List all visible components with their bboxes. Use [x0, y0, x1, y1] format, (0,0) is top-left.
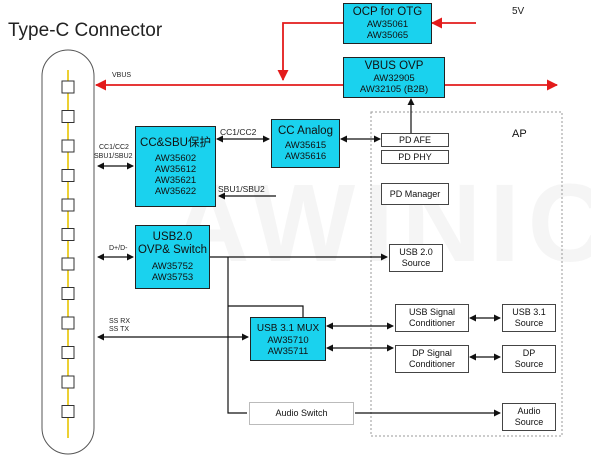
connector-pin [61, 287, 75, 300]
audio-source-label: Audio [517, 406, 541, 416]
connector-pin [61, 139, 75, 153]
label-sbu-mid: SBU1/SBU2 [218, 184, 265, 194]
label-cc-left: CC1/CC2 [99, 144, 129, 151]
usb31-mux-title: USB 3.1 MUX [256, 322, 320, 334]
vbus-ovp-block: VBUS OVP AW32905 AW32105 (B2B) [343, 57, 445, 98]
cc-analog-part: AW35616 [284, 151, 327, 162]
cc-sbu-part: AW35612 [154, 163, 197, 175]
label-sbu-left: SBU1/SBU2 [94, 153, 133, 160]
pd-manager-block: PD Manager [381, 183, 449, 205]
label-sstx: SS TX [109, 326, 130, 333]
label-5v: 5V [512, 6, 525, 17]
usb31-mux-part: AW35710 [267, 334, 309, 346]
ocp-otg-part: AW35065 [366, 30, 409, 41]
cc-analog-block: CC Analog AW35615 AW35616 [271, 119, 340, 168]
connector-pin [61, 228, 75, 241]
usb31-mux-part: AW35711 [267, 345, 309, 357]
dp-source-label: Source [514, 359, 544, 369]
usb2-part: AW35752 [151, 261, 194, 272]
cc-sbu-title: CC&SBU保护 [140, 136, 211, 149]
pd-phy-label: PD PHY [398, 151, 432, 162]
audio-switch-label: Audio Switch [275, 408, 328, 418]
ocp-otg-title: OCP for OTG [352, 6, 423, 18]
usb2-source-block: USB 2.0 Source [389, 244, 443, 272]
dp-conditioner-label: DP Signal [412, 348, 452, 358]
cc-sbu-part: AW35622 [154, 185, 197, 197]
connector-pin [61, 80, 75, 94]
audio-source-label: Source [514, 417, 544, 427]
dp-source-block: DP Source [502, 345, 556, 373]
usb31-source-label: Source [514, 318, 544, 328]
pd-manager-label: PD Manager [389, 188, 441, 199]
connector-pin [61, 375, 75, 389]
usb31-source-block: USB 3.1 Source [502, 304, 556, 332]
cc-analog-part: AW35615 [284, 140, 327, 151]
connector-pin [61, 316, 75, 330]
vbus-ovp-part: AW32105 (B2B) [359, 84, 429, 95]
watermark-text: AWINIC [170, 162, 591, 285]
pd-afe-block: PD AFE [381, 133, 449, 147]
audio-source-block: Audio Source [502, 403, 556, 431]
pd-afe-label: PD AFE [398, 134, 431, 145]
usb2-title: USB2.0 [152, 231, 193, 243]
label-ssrx: SS RX [109, 318, 131, 325]
pd-phy-block: PD PHY [381, 150, 449, 164]
page-title: Type-C Connector [8, 20, 163, 41]
connector-pin [61, 198, 75, 212]
connector-pin [61, 257, 75, 271]
connector-pin [61, 169, 75, 182]
usb-signal-conditioner-block: USB Signal Conditioner [395, 304, 469, 332]
usb31-mux-block: USB 3.1 MUX AW35710 AW35711 [250, 317, 326, 361]
dp-conditioner-label: Conditioner [408, 359, 456, 369]
audio-switch-block: Audio Switch [249, 402, 354, 425]
usb-conditioner-label: Conditioner [408, 318, 456, 328]
vbus-power-lines [95, 17, 558, 91]
cc-sbu-part: AW35602 [154, 152, 197, 164]
label-cc-mid: CC1/CC2 [220, 127, 257, 137]
vbus-ovp-title: VBUS OVP [364, 60, 424, 72]
usb2-title: OVP& Switch [137, 244, 208, 256]
usb2-source-label: Source [401, 258, 431, 268]
usb2-source-label: USB 2.0 [399, 247, 433, 257]
connector-pin [61, 405, 75, 418]
vbus-ovp-part: AW32905 [373, 73, 415, 84]
label-vbus: VBUS [112, 72, 132, 79]
usb2-ovp-switch-block: USB2.0 OVP& Switch AW35752 AW35753 [135, 225, 210, 289]
connector-pin [61, 110, 75, 123]
type-c-connector [41, 49, 95, 455]
ap-label: AP [512, 128, 527, 140]
dp-source-label: DP [522, 348, 536, 358]
usb-conditioner-label: USB Signal [408, 307, 456, 317]
label-dpdm: D+/D- [109, 245, 128, 252]
ocp-otg-block: OCP for OTG AW35061 AW35065 [343, 3, 432, 44]
cc-sbu-protect-block: CC&SBU保护 AW35602 AW35612 AW35621 AW35622 [135, 126, 216, 207]
dp-signal-conditioner-block: DP Signal Conditioner [395, 345, 469, 373]
ocp-otg-part: AW35061 [366, 19, 409, 30]
connector-pin [61, 346, 75, 359]
cc-sbu-part: AW35621 [154, 174, 197, 186]
usb31-source-label: USB 3.1 [512, 307, 546, 317]
usb2-part: AW35753 [151, 272, 194, 283]
cc-analog-title: CC Analog [278, 125, 333, 137]
ap-region [370, 111, 563, 437]
